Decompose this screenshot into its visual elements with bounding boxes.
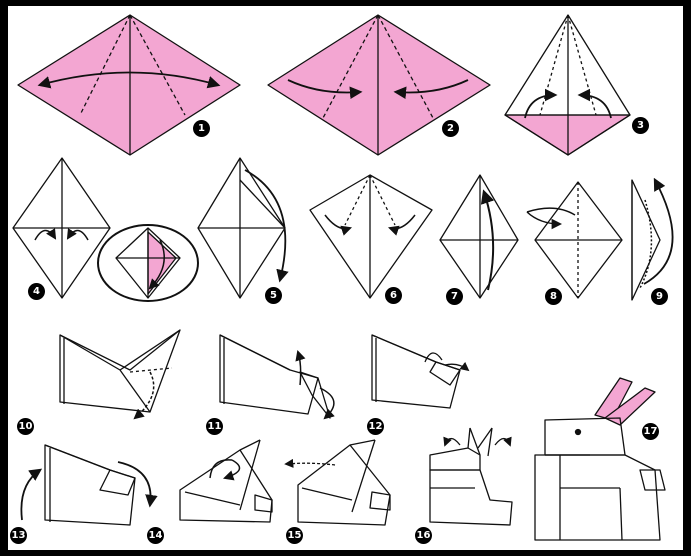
step-number-13: 13 [10,527,27,544]
step-number-17: 17 [642,423,659,440]
step-number-9: 9 [651,288,668,305]
step-number-7: 7 [446,288,463,305]
step-15-figure [286,440,390,525]
step-13-figure [21,445,150,525]
step-17-figure [535,378,665,540]
step-6-figure [310,175,432,298]
step-number-11: 11 [206,418,223,435]
step-number-1: 1 [193,120,210,137]
step-7-figure [440,175,518,298]
step-8-figure [527,182,622,298]
step-number-2: 2 [442,120,459,137]
step-number-16: 16 [415,527,432,544]
step-3-figure [505,15,630,155]
step-4-figure [13,158,198,301]
step-14-figure [180,440,272,522]
step-16-figure [430,428,512,525]
step-number-12: 12 [367,418,384,435]
step-12-figure [372,335,468,408]
step-number-5: 5 [265,287,282,304]
step-number-8: 8 [545,288,562,305]
step-number-10: 10 [17,418,34,435]
step-number-14: 14 [147,527,164,544]
step-number-6: 6 [385,287,402,304]
step-5-figure [198,158,285,298]
step-10-figure [60,330,180,418]
step-number-4: 4 [28,283,45,300]
step-9-figure [632,180,673,300]
step-11-figure [220,335,334,418]
step-number-15: 15 [286,527,303,544]
step-number-3: 3 [632,117,649,134]
